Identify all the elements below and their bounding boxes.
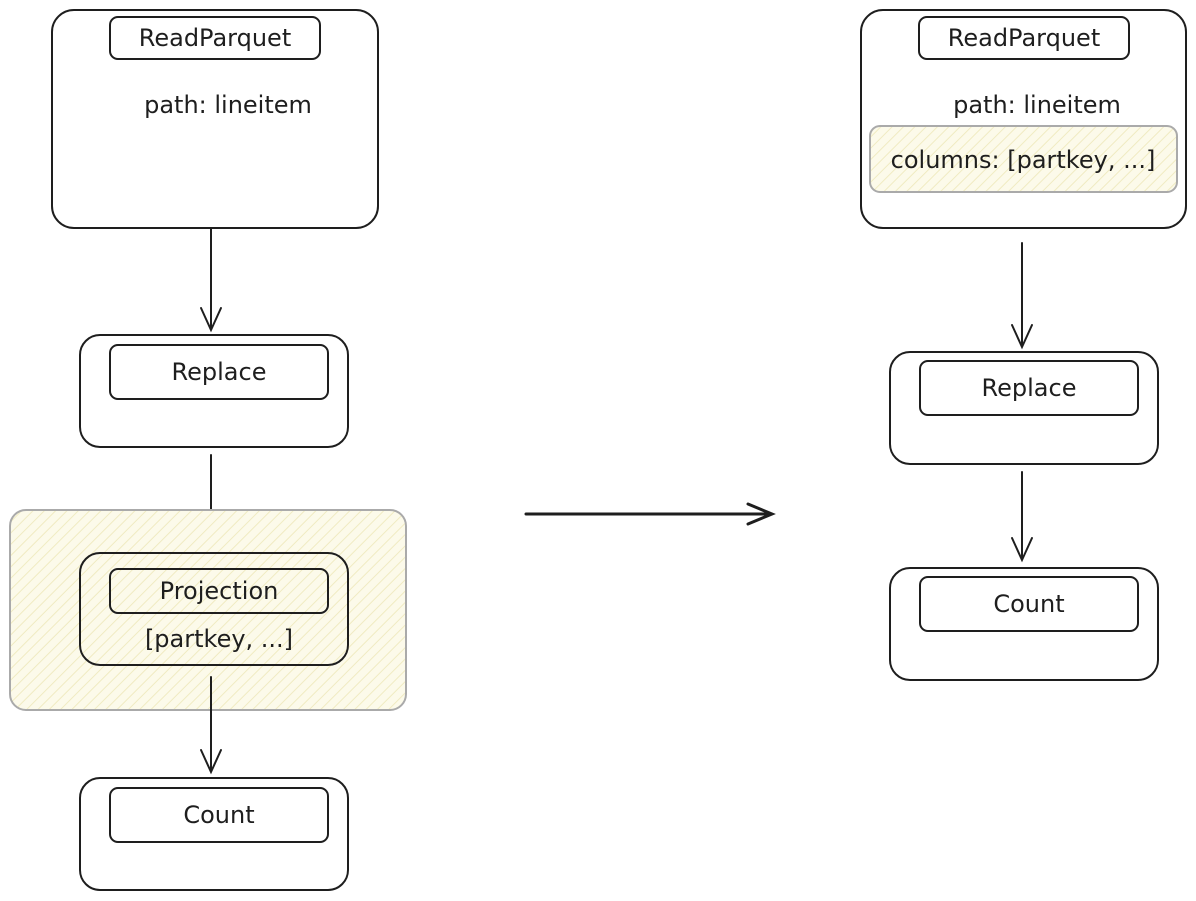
left-arrow-projection-to-count <box>200 676 222 775</box>
right-replace-title: Replace <box>982 374 1077 402</box>
left-projection-node: Projection [partkey, ...] <box>79 552 349 666</box>
right-count-title-box <box>919 576 1139 632</box>
left-readparquet-path: path: lineitem <box>144 91 312 119</box>
right-count-node: Count <box>889 567 1159 681</box>
right-readparquet-node: ReadParquet path: lineitem columns: [par… <box>860 9 1187 229</box>
right-replace-node: Replace <box>889 351 1159 465</box>
left-readparquet-title-box <box>109 16 321 60</box>
right-readparquet-title: ReadParquet <box>948 24 1100 52</box>
transform-arrow <box>524 502 776 526</box>
right-replace-title-box <box>919 360 1139 416</box>
left-replace-node: Replace <box>79 334 349 448</box>
right-plan: ReadParquet path: lineitem columns: [par… <box>860 9 1187 681</box>
left-arrow-read-to-replace <box>200 227 222 333</box>
left-projection-columns: [partkey, ...] <box>145 625 293 653</box>
left-projection-title-box <box>109 568 329 614</box>
right-readparquet-columns: columns: [partkey, ...] <box>891 146 1156 174</box>
right-count-title: Count <box>993 590 1064 618</box>
left-count-title: Count <box>183 801 254 829</box>
left-count-node: Count <box>79 777 349 891</box>
right-readparquet-title-box <box>918 16 1130 60</box>
right-readparquet-path: path: lineitem <box>953 91 1121 119</box>
left-projection-title: Projection <box>160 577 279 605</box>
right-arrow-read-to-replace <box>1011 242 1033 350</box>
left-readparquet-node: ReadParquet path: lineitem <box>51 9 379 229</box>
right-columns-highlight <box>869 125 1178 193</box>
left-count-title-box <box>109 787 329 843</box>
left-readparquet-title: ReadParquet <box>139 24 291 52</box>
right-arrow-replace-to-count <box>1011 471 1033 563</box>
left-projection-highlight <box>9 509 407 711</box>
left-replace-title: Replace <box>172 358 267 386</box>
left-plan: ReadParquet path: lineitem Replace Proje… <box>9 9 407 891</box>
left-replace-title-box <box>109 344 329 400</box>
